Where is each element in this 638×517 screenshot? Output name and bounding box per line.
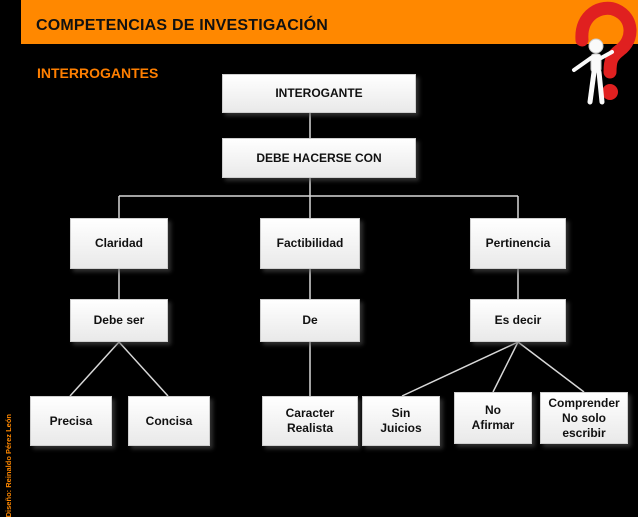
node-factibilidad: Factibilidad — [260, 218, 360, 269]
node-no-afirmar: No Afirmar — [454, 392, 532, 444]
link-to-precisa — [69, 341, 120, 397]
node-caracter-realista: Caracter Realista — [262, 396, 358, 446]
node-pertinencia: Pertinencia — [470, 218, 566, 269]
link-to-no-afirmar — [492, 341, 519, 393]
page-title: COMPETENCIAS DE INVESTIGACIÓN — [36, 17, 329, 34]
node-sin-juicios: Sin Juicios — [362, 396, 440, 446]
node-es-decir: Es decir — [470, 299, 566, 342]
diagram-connectors — [69, 113, 585, 397]
section-title: INTERROGANTES — [37, 65, 159, 81]
node-debe-ser: Debe ser — [70, 299, 168, 342]
link-to-comprender — [517, 341, 585, 393]
link-to-concisa — [118, 341, 169, 397]
header-bar — [21, 0, 638, 44]
node-comprender: Comprender No solo escribir — [540, 392, 628, 444]
node-precisa: Precisa — [30, 396, 112, 446]
node-de: De — [260, 299, 360, 342]
node-root: INTEROGANTE — [222, 74, 416, 113]
link-to-sin-juicios — [401, 341, 519, 397]
node-connector: DEBE HACERSE CON — [222, 138, 416, 178]
node-concisa: Concisa — [128, 396, 210, 446]
node-claridad: Claridad — [70, 218, 168, 269]
question-mark-figure-icon — [572, 1, 637, 105]
